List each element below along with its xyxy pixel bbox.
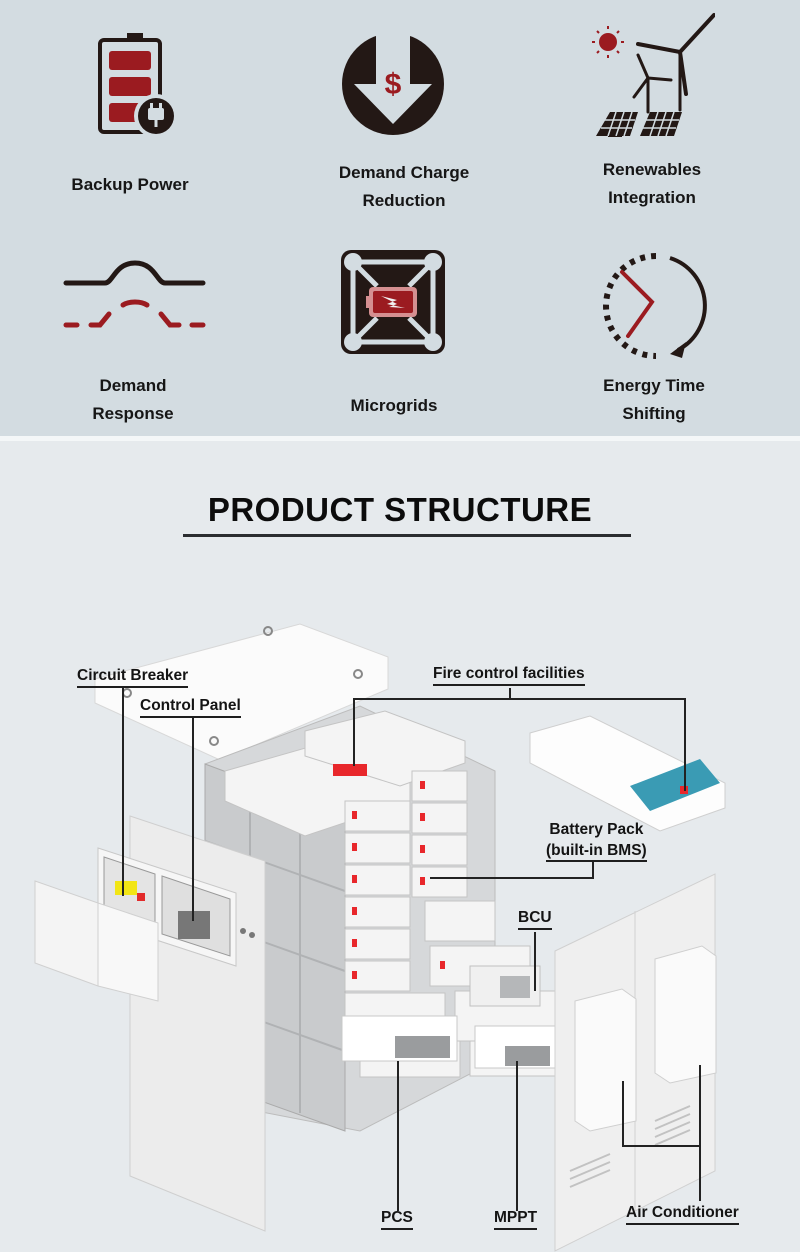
- feature-renewables-integration: Renewables Integration: [552, 0, 752, 215]
- lifting-eye: [209, 736, 219, 746]
- title-underline: [183, 534, 631, 537]
- feature-label: Backup Power: [30, 171, 230, 199]
- fire-suppression-module: [333, 764, 367, 776]
- feature-backup-power: Backup Power: [30, 0, 230, 215]
- solar-wind-icon: [590, 12, 715, 137]
- product-illustration: [34, 623, 726, 1252]
- feature-label-line: Reduction: [362, 191, 446, 210]
- feature-demand-response: Demand Response: [33, 230, 233, 436]
- microgrid-battery-icon: [339, 248, 447, 356]
- feature-label-line: Demand: [99, 376, 167, 395]
- callout-air-conditioner: Air Conditioner: [626, 1204, 739, 1225]
- air-conditioner-unit: [654, 945, 717, 1084]
- battery-plug-icon: [95, 30, 185, 140]
- feature-label-line: Renewables: [602, 160, 702, 179]
- callout-battery-pack-line1: Battery Pack: [549, 821, 644, 838]
- feature-label-line: Energy Time: [603, 376, 705, 395]
- feature-demand-charge-reduction: $ Demand Charge Reduction: [304, 0, 504, 215]
- circuit-breaker-switch: [115, 881, 137, 895]
- feature-label-line: Integration: [608, 188, 696, 207]
- section-divider: [0, 436, 800, 441]
- callout-control-panel: Control Panel: [140, 697, 241, 718]
- feature-label: Energy Time Shifting: [554, 372, 754, 428]
- feature-label-line: Response: [92, 404, 174, 423]
- callout-mppt: MPPT: [494, 1209, 538, 1230]
- feature-microgrids: Microgrids: [294, 230, 494, 436]
- callout-circuit-breaker: Circuit Breaker: [77, 667, 189, 688]
- lifting-eye: [353, 669, 363, 679]
- svg-text:$: $: [385, 68, 402, 101]
- battery-pack-detail: [529, 715, 726, 832]
- feature-label: Microgrids: [294, 392, 494, 420]
- sun-icon: [592, 26, 624, 58]
- feature-label-line: Backup Power: [71, 175, 189, 194]
- feature-label: Demand Response: [33, 372, 233, 428]
- feature-label: Renewables Integration: [552, 156, 752, 212]
- top-lid: [94, 623, 389, 761]
- callout-bcu: BCU: [518, 909, 552, 930]
- callout-pcs: PCS: [381, 1209, 413, 1230]
- clock-arrow-icon: [600, 250, 712, 362]
- air-conditioner-unit: [574, 988, 637, 1132]
- callout-fire-control-facilities: Fire control facilities: [433, 665, 585, 686]
- lifting-eye: [263, 626, 273, 636]
- leader-lines: [122, 686, 701, 1211]
- feature-energy-time-shifting: Energy Time Shifting: [554, 230, 754, 436]
- feature-label: Demand Charge Reduction: [304, 159, 504, 215]
- section-title: PRODUCT STRUCTURE: [207, 491, 593, 528]
- callout-battery-pack: Battery Pack (built-in BMS): [546, 821, 647, 863]
- feature-label-line: Microgrids: [350, 396, 438, 415]
- feature-label-line: Shifting: [622, 404, 686, 423]
- feature-label-line: Demand Charge: [338, 163, 470, 182]
- demand-curve-icon: [63, 260, 208, 335]
- features-section: Backup Power $ Demand Charge Reduction: [0, 0, 800, 436]
- product-structure-section: PRODUCT STRUCTURE: [0, 441, 800, 1252]
- callout-battery-pack-line2: (built-in BMS): [546, 842, 647, 862]
- dollar-down-arrow-icon: $: [340, 32, 446, 136]
